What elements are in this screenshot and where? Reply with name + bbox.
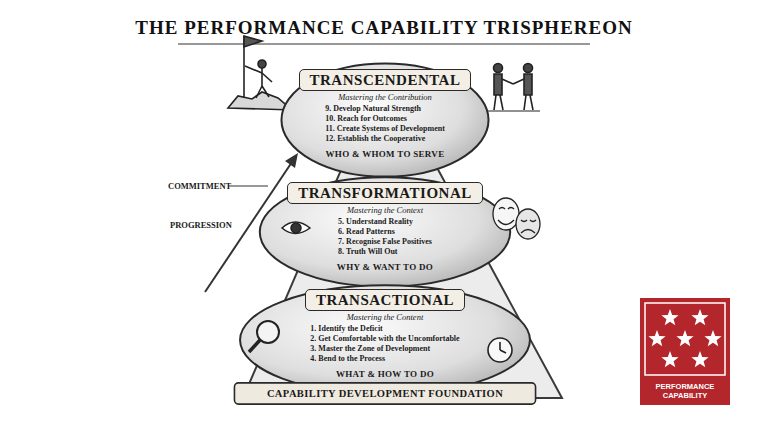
tier-subtitle: Mastering the Context (347, 205, 423, 215)
mask-frown (521, 230, 535, 234)
logo-text: PERFORMANCE CAPABILITY (645, 383, 725, 400)
step-item: 11. Create Systems of Development (325, 124, 445, 134)
tier-sphere: TRANSFORMATIONALMastering the Context 5. … (258, 176, 512, 288)
step-item: 9. Develop Natural Strength (325, 104, 421, 114)
leader-line (228, 186, 268, 187)
clock-face (488, 338, 512, 362)
magnifier-handle (249, 340, 260, 352)
clock-icon (488, 338, 512, 362)
tier-heading: TRANSFORMATIONAL (287, 182, 483, 204)
step-item: 3. Master the Zone of Development (310, 344, 430, 354)
step-item: 8. Truth Will Out (338, 247, 397, 257)
eye-outline (282, 222, 310, 234)
logo-star (661, 351, 678, 367)
logo-star (691, 351, 708, 367)
sphere-shape (281, 63, 488, 176)
theatre-masks (493, 198, 540, 239)
mask-smile (498, 220, 514, 225)
eye-icon (282, 222, 310, 234)
tier-subtitle: Mastering the Content (347, 312, 424, 322)
step-list: 5. Understand Reality6. Read Patterns7. … (338, 217, 432, 257)
node-content: TRANSCENDENTALMastering the Contribution… (280, 62, 490, 160)
tier-subtitle: Mastering the Contribution (338, 92, 432, 102)
step-item: 10. Reach for Outcomes (325, 114, 407, 124)
tier-sphere: TRANSACTIONALMastering the Content 1. Ide… (238, 284, 532, 396)
mask-eyes (499, 208, 514, 210)
tier-focus: WHY & WANT TO DO (337, 262, 433, 273)
tier-heading: TRANSCENDENTAL (299, 69, 472, 91)
step-item: 7. Recognise False Positives (338, 237, 432, 247)
node-content: TRANSACTIONALMastering the Content 1. Ide… (238, 284, 532, 380)
clock-hand (499, 342, 501, 350)
tier-focus: WHO & WHOM TO SERVE (326, 149, 445, 160)
sphere-shape (240, 285, 530, 394)
logo-star (648, 330, 665, 346)
step-item: 12. Establish the Cooperative (325, 134, 425, 144)
sphere-shape (260, 177, 510, 286)
node-content: TRANSFORMATIONALMastering the Context 5. … (258, 176, 512, 273)
logo-star (691, 309, 708, 325)
step-list: 1. Identify the Deficit2. Get Comfortabl… (310, 324, 459, 364)
step-item: 1. Identify the Deficit (310, 324, 382, 334)
logo-star (676, 330, 693, 346)
mask-eyes (521, 220, 536, 222)
node-content: CAPABILITY DEVELOPMENT FOUNDATION (232, 382, 538, 405)
title-rule (178, 43, 590, 44)
flag-climber (228, 36, 292, 110)
logo-frame (645, 303, 725, 375)
tier-sphere: TRANSCENDENTALMastering the Contribution… (280, 62, 490, 178)
step-item: 2. Get Comfortable with the Uncomfortabl… (310, 334, 459, 344)
comedy-mask (493, 198, 519, 230)
logo-star (661, 309, 678, 325)
clock-hand (500, 350, 506, 353)
foundation-band: CAPABILITY DEVELOPMENT FOUNDATION (232, 382, 538, 405)
diagram-title: THE PERFORMANCE CAPABILITY TRISPHEREON (0, 17, 768, 39)
logo-star (704, 330, 721, 346)
step-item: 6. Read Patterns (338, 227, 395, 237)
side-label: PROGRESSION (170, 220, 232, 230)
side-label: COMMITMENT (168, 181, 231, 191)
tier-heading: TRANSACTIONAL (305, 289, 465, 311)
step-item: 5. Understand Reality (338, 217, 413, 227)
step-list: 9. Develop Natural Strength10. Reach for… (325, 104, 445, 144)
tier-focus: WHAT & HOW TO DO (336, 369, 434, 380)
node-content: PERFORMANCE CAPABILITY (640, 298, 730, 405)
tragedy-mask (516, 209, 540, 239)
foundation-label: CAPABILITY DEVELOPMENT FOUNDATION (267, 383, 503, 405)
handshake-figures (488, 64, 540, 112)
eye-iris (291, 223, 301, 233)
magnifier-lens (257, 321, 279, 343)
band-shape (234, 383, 535, 404)
step-item: 4. Bend to the Process (310, 354, 385, 364)
magnifier-icon (249, 321, 279, 352)
logo-box: PERFORMANCE CAPABILITY (640, 298, 730, 405)
